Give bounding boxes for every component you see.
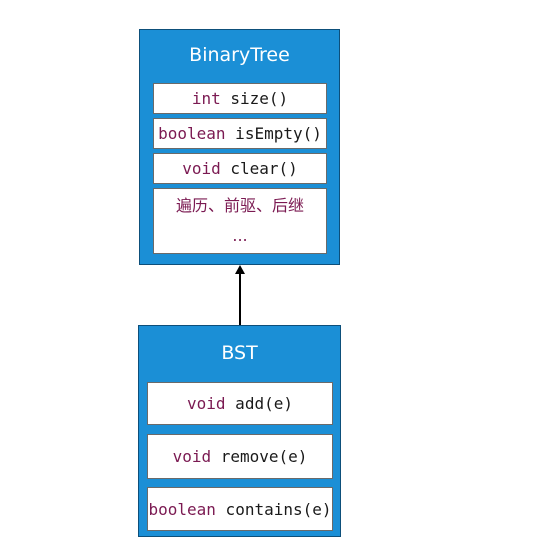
- binary-tree-title: BinaryTree: [189, 44, 290, 66]
- method-size: int size(): [153, 83, 327, 114]
- method-keyword: void: [182, 159, 221, 178]
- method-signature: isEmpty(): [225, 124, 322, 143]
- method-add: void add(e): [147, 382, 333, 425]
- method-clear: void clear(): [153, 153, 327, 184]
- ellipsis-text: ...: [232, 226, 248, 245]
- method-signature: size(): [220, 89, 289, 108]
- binary-tree-class-box: BinaryTree int size() boolean isEmpty() …: [139, 29, 340, 265]
- method-remove: void remove(e): [147, 434, 333, 479]
- method-keyword: void: [187, 394, 226, 413]
- method-is-empty: boolean isEmpty(): [153, 118, 327, 149]
- method-signature: clear(): [220, 159, 298, 178]
- method-keyword: void: [172, 447, 212, 466]
- method-traversal-etc: 遍历、前驱、后继 ...: [153, 188, 327, 254]
- method-signature: contains(e): [215, 499, 332, 519]
- inheritance-arrow-head: [235, 265, 245, 274]
- bst-class-box: BST void add(e) void remove(e) boolean c…: [138, 325, 341, 537]
- method-keyword: boolean: [148, 499, 216, 519]
- method-signature: remove(e): [211, 447, 308, 466]
- method-keyword: boolean: [158, 124, 226, 143]
- traversal-text: 遍历、前驱、后继: [175, 196, 304, 215]
- method-contains: boolean contains(e): [147, 487, 333, 531]
- inheritance-arrow-line: [239, 272, 241, 325]
- method-keyword: int: [191, 89, 221, 108]
- bst-title: BST: [221, 342, 258, 364]
- method-signature: add(e): [225, 394, 293, 413]
